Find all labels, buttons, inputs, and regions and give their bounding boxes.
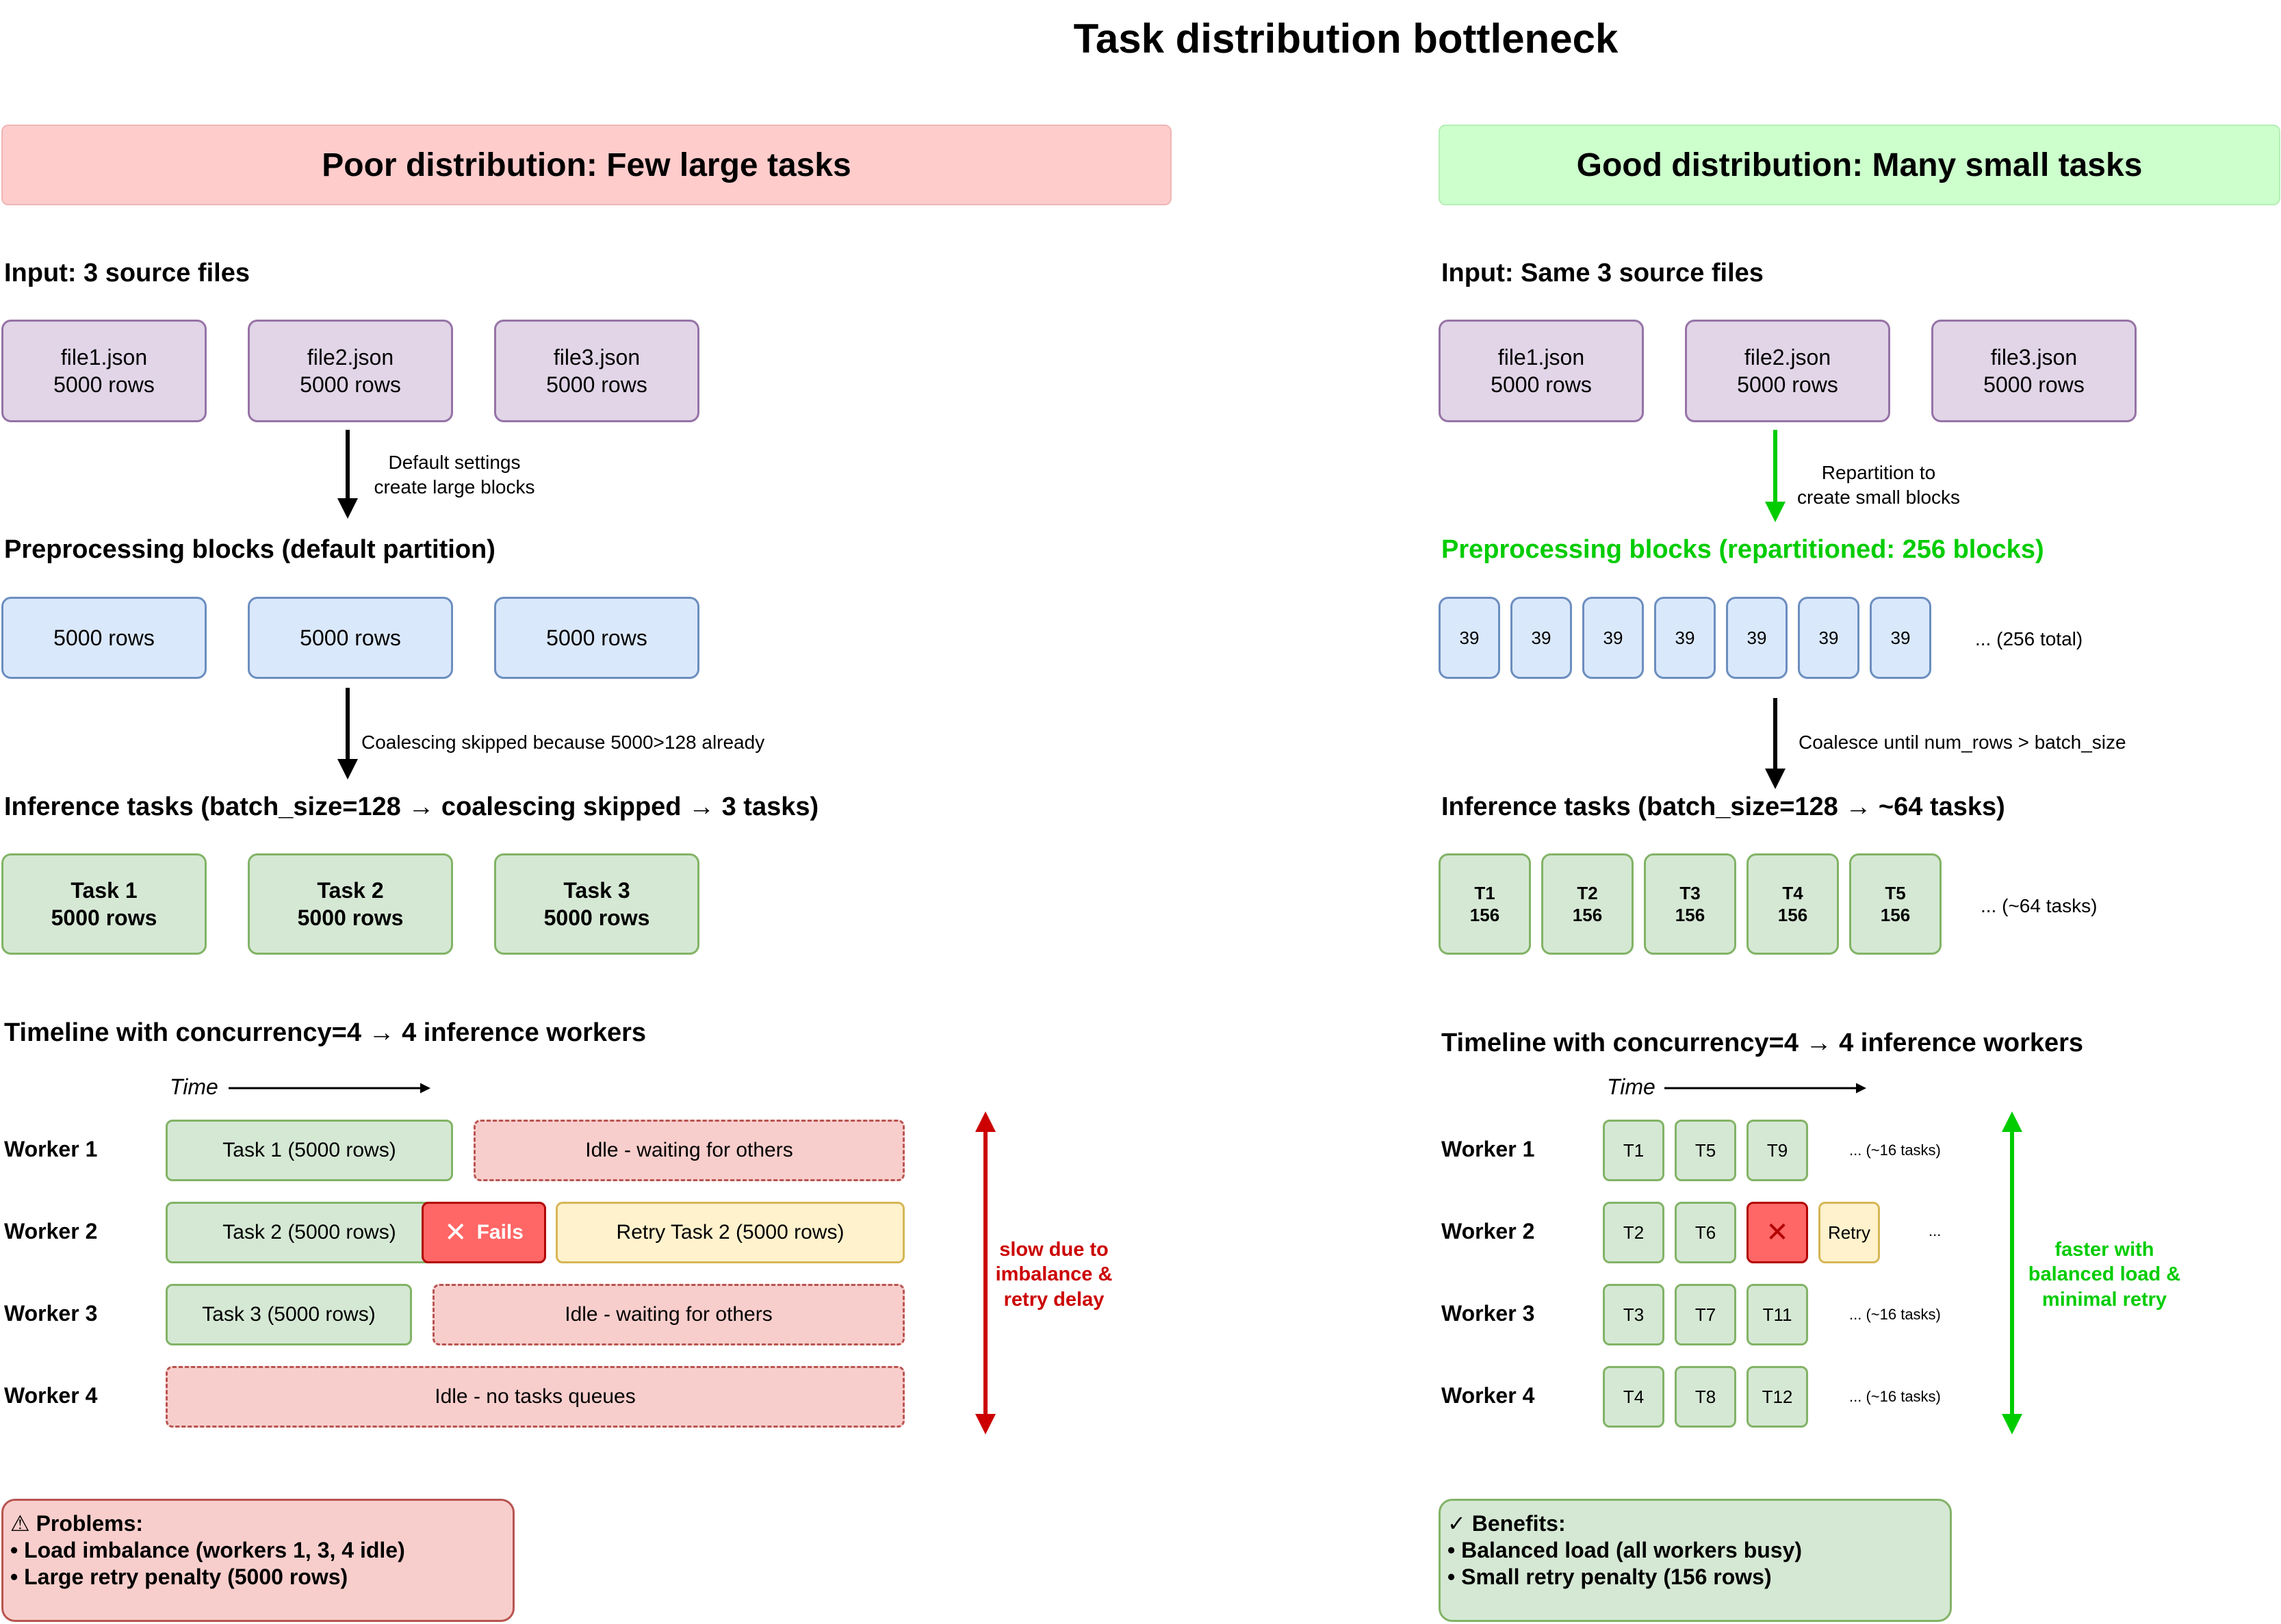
good-worker-3-label: Worker 3 bbox=[1441, 1301, 1535, 1326]
good-file-2: file2.json 5000 rows bbox=[1685, 320, 1890, 422]
poor-w1-idle: Idle - waiting for others bbox=[474, 1120, 905, 1181]
good-block-5: 39 bbox=[1726, 597, 1788, 679]
poor-side-note: slow due to imbalance & retry delay bbox=[995, 1239, 1113, 1311]
good-block-3: 39 bbox=[1582, 597, 1644, 679]
good-w1-task-1: T1 bbox=[1603, 1120, 1664, 1181]
good-block-2: 39 bbox=[1510, 597, 1572, 679]
poor-w2-task: Task 2 (5000 rows) bbox=[166, 1202, 453, 1263]
poor-summary: ⚠ Problems: • Load imbalance (workers 1,… bbox=[1, 1499, 515, 1622]
good-w1-task-3: T9 bbox=[1747, 1120, 1808, 1181]
poor-block-3: 5000 rows bbox=[494, 597, 699, 679]
good-block-6: 39 bbox=[1798, 597, 1859, 679]
good-file-3: file3.json 5000 rows bbox=[1931, 320, 2137, 422]
poor-w4-idle: Idle - no tasks queues bbox=[166, 1366, 905, 1428]
good-worker-2-label: Worker 2 bbox=[1441, 1219, 1535, 1243]
cross-icon: ✕ bbox=[1766, 1217, 1789, 1248]
good-w2-more: ... bbox=[1929, 1222, 1942, 1239]
poor-worker-1-label: Worker 1 bbox=[4, 1137, 98, 1161]
poor-input-heading: Input: 3 source files bbox=[4, 259, 250, 287]
poor-worker-3-label: Worker 3 bbox=[4, 1301, 98, 1326]
poor-timeline-heading: Timeline with concurrency=4 → 4 inferenc… bbox=[4, 1018, 647, 1047]
good-timeline-heading: Timeline with concurrency=4 → 4 inferenc… bbox=[1441, 1029, 2084, 1057]
good-input-heading: Input: Same 3 source files bbox=[1441, 259, 1764, 287]
good-arrow1-label: Repartition to create small blocks bbox=[1796, 462, 1961, 508]
poor-file-1: file1.json 5000 rows bbox=[1, 320, 207, 422]
poor-worker-2-label: Worker 2 bbox=[4, 1219, 98, 1243]
poor-block-1: 5000 rows bbox=[1, 597, 207, 679]
good-header: Good distribution: Many small tasks bbox=[1439, 125, 2280, 205]
good-w4-task-1: T4 bbox=[1603, 1366, 1664, 1428]
poor-time-label: Time bbox=[170, 1074, 218, 1099]
good-file-1: file1.json 5000 rows bbox=[1439, 320, 1644, 422]
good-w2-task-1: T2 bbox=[1603, 1202, 1664, 1263]
good-w1-task-2: T5 bbox=[1675, 1120, 1736, 1181]
poor-w2-fail: ✕ Fails bbox=[422, 1202, 546, 1263]
good-task-3: T3 156 bbox=[1644, 853, 1736, 955]
poor-file-2: file2.json 5000 rows bbox=[248, 320, 453, 422]
good-w3-task-3: T11 bbox=[1747, 1284, 1808, 1345]
good-worker-4-label: Worker 4 bbox=[1441, 1383, 1535, 1408]
poor-w2-fail-label: Fails bbox=[476, 1221, 524, 1244]
poor-tasks-heading: Inference tasks (batch_size=128 → coales… bbox=[4, 792, 819, 821]
good-task-1: T1 156 bbox=[1439, 853, 1531, 955]
good-block-1: 39 bbox=[1439, 597, 1500, 679]
good-tasks-heading: Inference tasks (batch_size=128 → ~64 ta… bbox=[1441, 792, 2005, 821]
good-blocks-more: ... (256 total) bbox=[1975, 628, 2083, 649]
poor-blocks-heading: Preprocessing blocks (default partition) bbox=[4, 535, 495, 564]
good-blocks-heading: Preprocessing blocks (repartitioned: 256… bbox=[1441, 535, 2044, 564]
good-side-note: faster with balanced load & minimal retr… bbox=[2028, 1239, 2181, 1311]
poor-w1-task: Task 1 (5000 rows) bbox=[166, 1120, 453, 1181]
poor-file-3: file3.json 5000 rows bbox=[494, 320, 699, 422]
good-w1-more: ... (~16 tasks) bbox=[1849, 1142, 1941, 1159]
good-w2-retry: Retry bbox=[1818, 1202, 1880, 1263]
poor-task-2: Task 2 5000 rows bbox=[248, 853, 453, 955]
good-w2-fail: ✕ bbox=[1747, 1202, 1808, 1263]
poor-w2-retry: Retry Task 2 (5000 rows) bbox=[556, 1202, 905, 1263]
good-time-label: Time bbox=[1607, 1074, 1655, 1099]
good-task-2: T2 156 bbox=[1541, 853, 1634, 955]
good-w3-more: ... (~16 tasks) bbox=[1849, 1306, 1941, 1323]
poor-worker-4-label: Worker 4 bbox=[4, 1383, 98, 1408]
poor-header: Poor distribution: Few large tasks bbox=[1, 125, 1172, 205]
good-task-4: T4 156 bbox=[1747, 853, 1839, 955]
good-task-5: T5 156 bbox=[1849, 853, 1942, 955]
poor-arrow1-label: Default settings create large blocks bbox=[374, 452, 535, 498]
good-w3-task-1: T3 bbox=[1603, 1284, 1664, 1345]
good-w3-task-2: T7 bbox=[1675, 1284, 1736, 1345]
poor-task-1: Task 1 5000 rows bbox=[1, 853, 207, 955]
good-arrow2-label: Coalesce until num_rows > batch_size bbox=[1799, 732, 2126, 753]
diagram-title: Task distribution bottleneck bbox=[1073, 16, 1619, 62]
good-w4-more: ... (~16 tasks) bbox=[1849, 1388, 1941, 1405]
good-block-7: 39 bbox=[1870, 597, 1931, 679]
good-w2-task-2: T6 bbox=[1675, 1202, 1736, 1263]
poor-w3-task: Task 3 (5000 rows) bbox=[166, 1284, 412, 1345]
good-summary: ✓ Benefits: • Balanced load (all workers… bbox=[1439, 1499, 1952, 1622]
good-w4-task-3: T12 bbox=[1747, 1366, 1808, 1428]
poor-task-3: Task 3 5000 rows bbox=[494, 853, 699, 955]
good-tasks-more: ... (~64 tasks) bbox=[1981, 895, 2098, 916]
poor-w3-idle: Idle - waiting for others bbox=[433, 1284, 905, 1345]
cross-icon: ✕ bbox=[444, 1217, 467, 1248]
poor-arrow2-label: Coalescing skipped because 5000>128 alre… bbox=[361, 732, 765, 753]
poor-block-2: 5000 rows bbox=[248, 597, 453, 679]
good-block-4: 39 bbox=[1654, 597, 1716, 679]
good-w4-task-2: T8 bbox=[1675, 1366, 1736, 1428]
good-worker-1-label: Worker 1 bbox=[1441, 1137, 1535, 1161]
